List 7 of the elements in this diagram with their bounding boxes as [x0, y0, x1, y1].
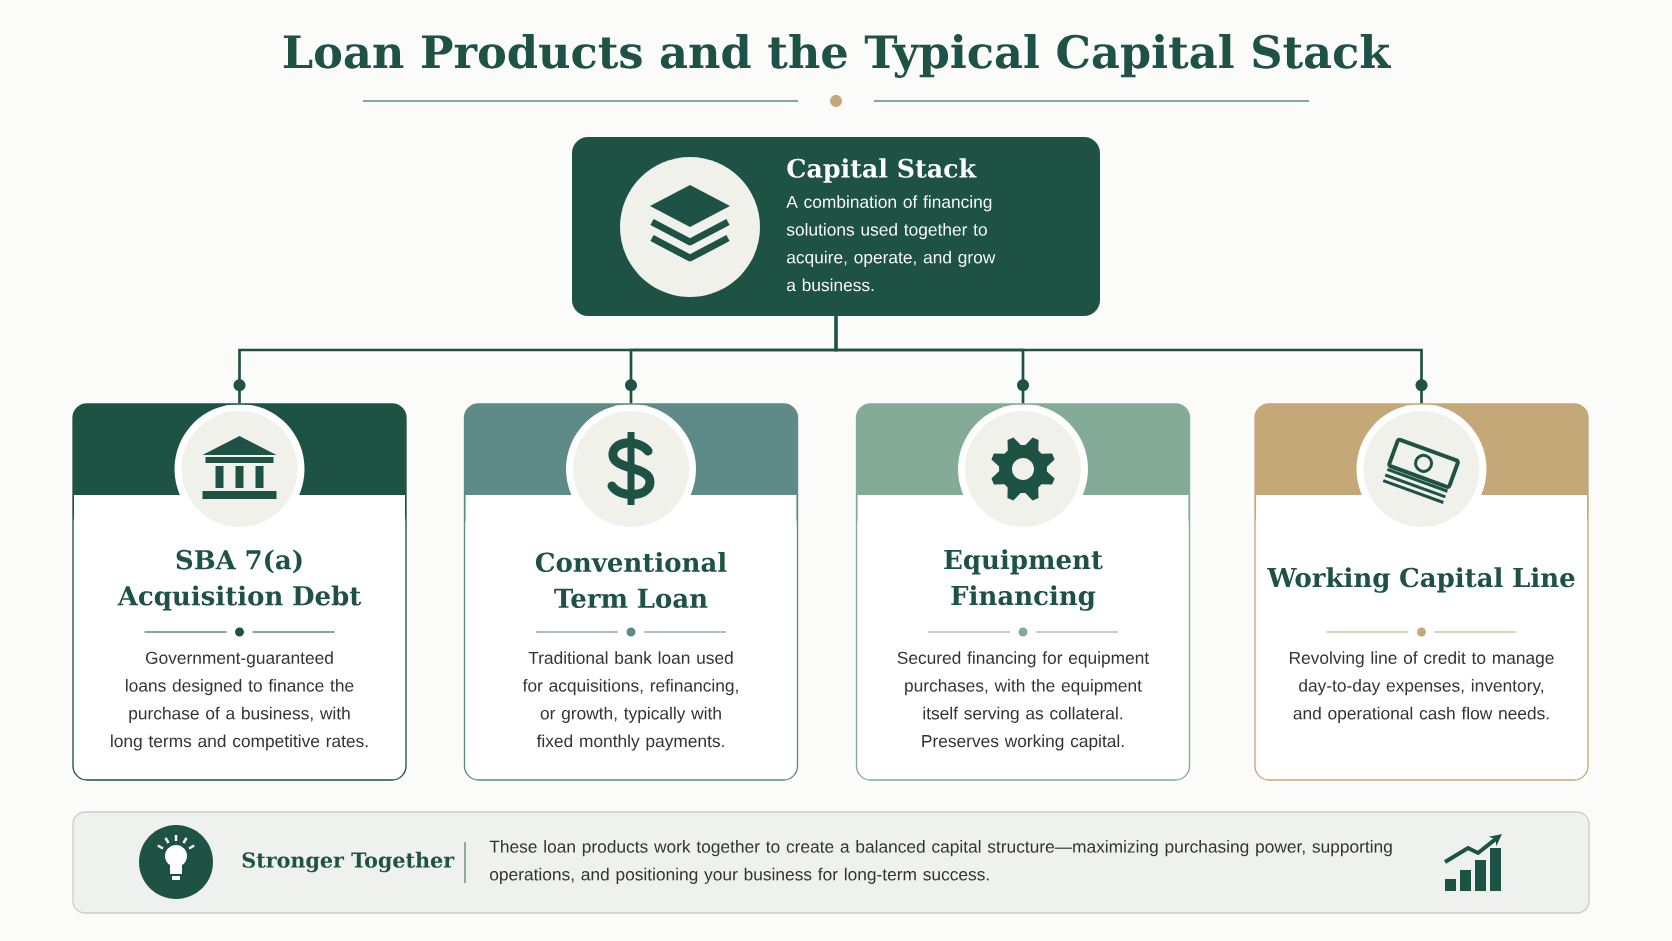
card: Equipment Financing Secured financing for equipment purchases, with the equipment itself serving as collateral. Preserves working capital. — [855, 403, 1191, 781]
card: Working Capital Line Revolving line of credit to manage day-to-day expenses, inventory, and operational cash flow needs. — [1254, 403, 1589, 781]
connector — [834, 316, 1428, 404]
card: SBA 7(a) Acquisition Debt Government-guaranteed loans designed to finance the purchase of a business, with long terms and competitive rates. — [72, 403, 407, 781]
title: Loan Products and the Typical Capital Stack — [283, 34, 1391, 78]
card: Conventional Term Loan Traditional bank loan used for acquisitions, refinancing, or growth, typically with fixed monthly payments. — [463, 403, 799, 781]
summary-band: Stronger Together These loan products work together to create a balanced capital structure—maximizing purchasing power, supporting operations, and positioning your business for long-term success. — [72, 811, 1590, 914]
